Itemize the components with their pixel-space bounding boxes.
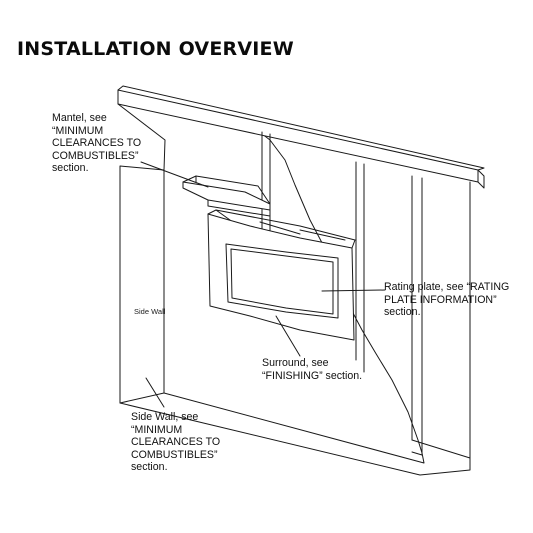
- rating-callout-line: PLATE INFORMATION”: [384, 293, 497, 306]
- side-wall-callout-line: section.: [131, 461, 168, 474]
- side-wall-callout-line: COMBUSTIBLES”: [131, 448, 218, 461]
- side-wall-callout-line: Side Wall, see: [131, 411, 199, 423]
- surround-callout-line: Surround, see: [262, 357, 329, 369]
- rating-plate-callout: Rating plate, see “RATING PLATE INFORMAT…: [384, 281, 509, 319]
- rating-callout-line: Rating plate, see “RATING: [384, 281, 510, 293]
- mantel-callout-line: COMBUSTIBLES”: [52, 149, 139, 162]
- side-wall-callout-line: CLEARANCES TO: [131, 436, 221, 449]
- mantel-callout-line: CLEARANCES TO: [52, 137, 142, 150]
- fireplace-surround: [207, 213, 355, 341]
- page-title: INSTALLATION OVERVIEW: [17, 38, 294, 60]
- surround-callout-line: “FINISHING” section.: [262, 369, 363, 382]
- mantel-leader: [140, 161, 209, 188]
- rating-callout-line: section.: [384, 306, 421, 319]
- side-wall-callout: Side Wall, see “MINIMUM CLEARANCES TO CO…: [131, 411, 220, 474]
- side-wall: [119, 165, 165, 404]
- stud-1: [261, 131, 271, 245]
- stud-3: [411, 175, 423, 456]
- mantel-callout-line: “MINIMUM: [52, 124, 104, 137]
- rating-leader: [321, 289, 386, 292]
- surround-leader: [275, 315, 301, 357]
- stud-2: [355, 161, 365, 373]
- surround-callout: Surround, see “FINISHING” section.: [262, 357, 362, 382]
- sidewall-leader: [145, 377, 165, 408]
- mantel-callout-line: section.: [52, 162, 89, 175]
- mantel-callout: Mantel, see “MINIMUM CLEARANCES TO COMBU…: [52, 112, 141, 175]
- side-wall-label: Side Wall: [134, 307, 166, 316]
- fireplace-glass: [225, 243, 339, 319]
- side-wall-callout-line: “MINIMUM: [131, 423, 183, 436]
- mantel-callout-line: Mantel, see: [52, 112, 107, 124]
